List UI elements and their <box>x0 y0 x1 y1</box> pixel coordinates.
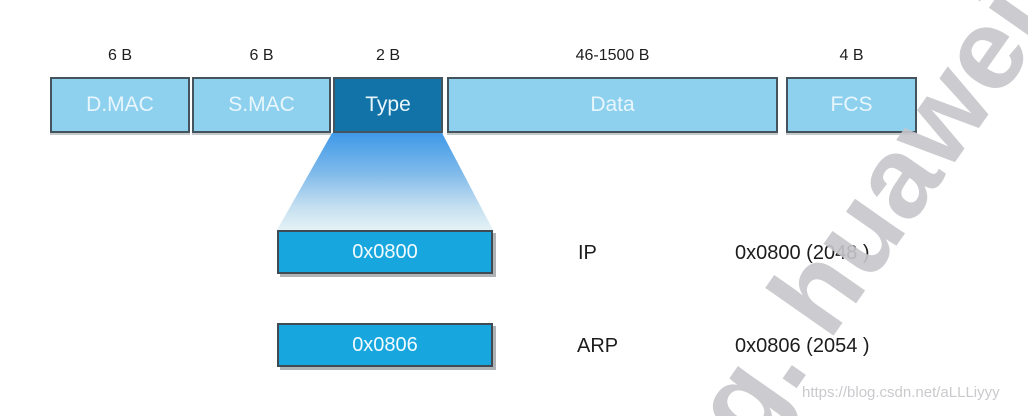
size-label-data: 46-1500 B <box>575 47 650 64</box>
size-label-dmac: 6 B <box>107 47 132 64</box>
ethertype-box-0x0806: 0x0806 <box>277 323 493 367</box>
protocol-value-ip: 0x0800 (2048 ) <box>735 242 870 264</box>
field-box-fcs: FCS <box>786 77 917 133</box>
watermark-url: https://blog.csdn.net/aLLLiyyy <box>802 384 1000 401</box>
field-box-type: Type <box>333 77 443 133</box>
size-label-fcs: 4 B <box>839 47 864 64</box>
protocol-label-ip: IP <box>578 242 597 264</box>
protocol-label-arp: ARP <box>577 335 619 357</box>
field-box-smac: S.MAC <box>192 77 331 133</box>
field-box-dmac: D.MAC <box>50 77 190 133</box>
protocol-value-arp: 0x0806 (2054 ) <box>735 335 870 357</box>
size-label-type: 2 B <box>375 47 400 64</box>
field-box-data: Data <box>447 77 778 133</box>
type-expansion-funnel <box>277 133 493 230</box>
size-label-smac: 6 B <box>249 47 274 64</box>
ethertype-box-0x0800: 0x0800 <box>277 230 493 274</box>
